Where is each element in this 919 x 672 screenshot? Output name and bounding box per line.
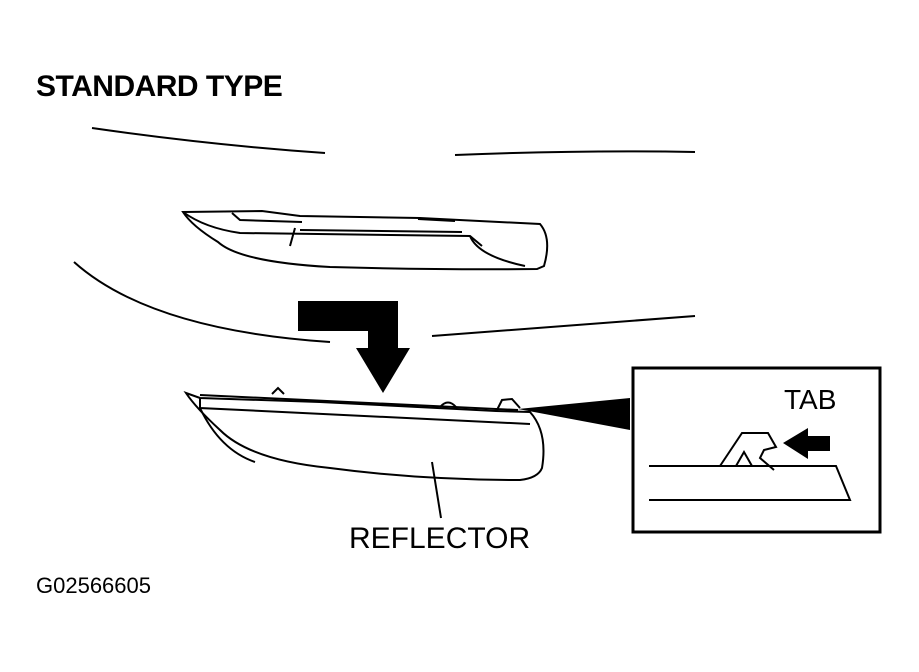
down-arrow-icon (298, 301, 410, 393)
diagram-title: STANDARD TYPE (36, 70, 283, 103)
reflector-part (183, 386, 545, 519)
figure-code: G02566605 (36, 573, 151, 598)
tab-label: TAB (784, 384, 837, 415)
bumper-outline (73, 127, 696, 343)
detail-callout-beam (518, 398, 630, 430)
reflector-label: REFLECTOR (349, 522, 531, 555)
installed-reflector (181, 209, 549, 271)
tab-detail-box (631, 366, 882, 534)
tab-arrow-icon (783, 428, 830, 459)
